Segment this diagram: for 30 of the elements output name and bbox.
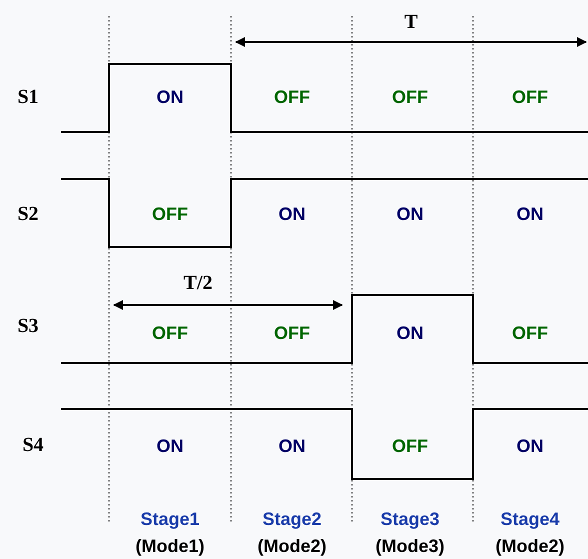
mode-label: (Mode2) bbox=[496, 537, 564, 555]
state-label: OFF bbox=[274, 88, 310, 106]
state-label: ON bbox=[396, 205, 424, 223]
signal-name: S1 bbox=[17, 87, 39, 107]
dimension-label: T bbox=[404, 12, 418, 32]
state-label: OFF bbox=[392, 88, 428, 106]
stage-label: Stage4 bbox=[500, 510, 560, 528]
stage-label: Stage1 bbox=[140, 510, 200, 528]
dimension-label: T/2 bbox=[184, 273, 212, 293]
mode-label: (Mode3) bbox=[376, 537, 444, 555]
signal-name: S4 bbox=[22, 435, 44, 455]
signal-name: S3 bbox=[17, 316, 39, 336]
state-label: OFF bbox=[274, 324, 310, 342]
state-label: OFF bbox=[392, 437, 428, 455]
state-label: ON bbox=[278, 437, 306, 455]
state-label: OFF bbox=[152, 205, 188, 223]
state-label: OFF bbox=[512, 324, 548, 342]
state-label: ON bbox=[278, 205, 306, 223]
mode-label: (Mode1) bbox=[136, 537, 204, 555]
state-label: ON bbox=[156, 88, 184, 106]
signal-name: S2 bbox=[17, 204, 39, 224]
state-label: ON bbox=[516, 437, 544, 455]
state-label: OFF bbox=[152, 324, 188, 342]
state-label: ON bbox=[396, 324, 424, 342]
mode-label: (Mode2) bbox=[258, 537, 326, 555]
state-label: OFF bbox=[512, 88, 548, 106]
stage-label: Stage3 bbox=[380, 510, 440, 528]
state-label: ON bbox=[156, 437, 184, 455]
state-label: ON bbox=[516, 205, 544, 223]
stage-label: Stage2 bbox=[262, 510, 322, 528]
